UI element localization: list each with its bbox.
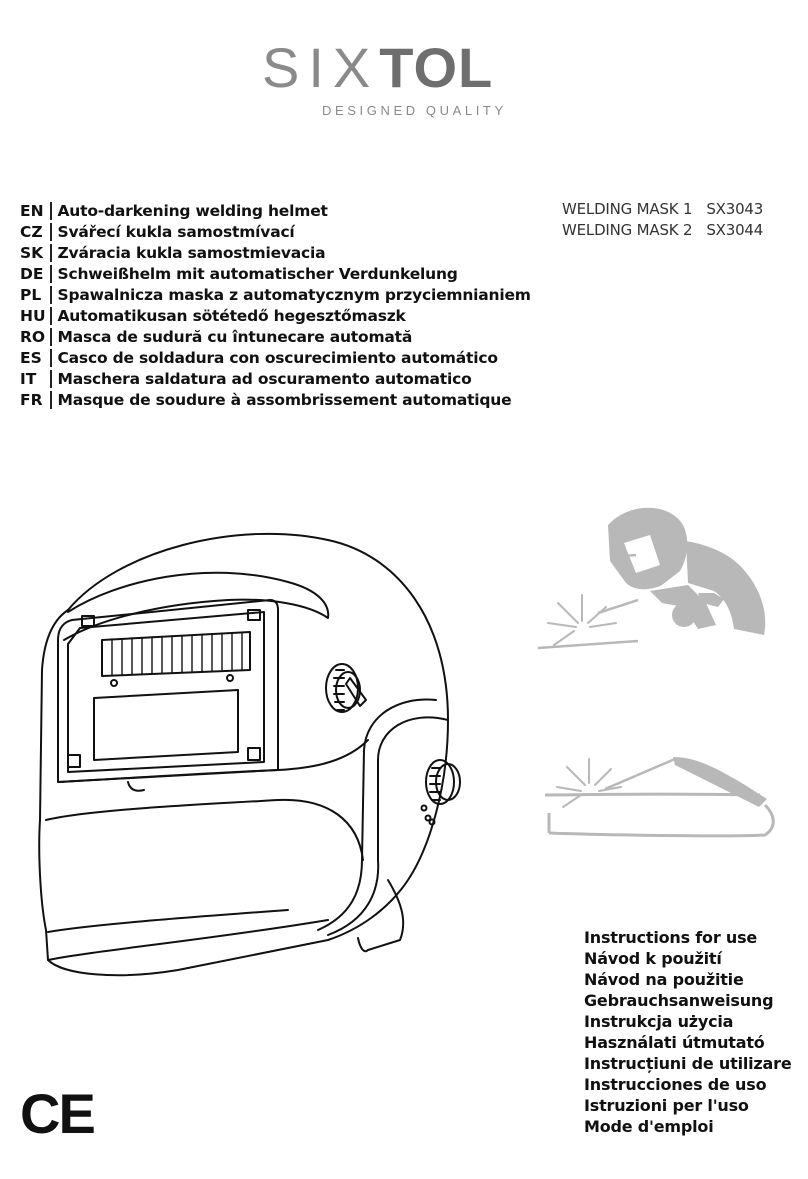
lang-row: FR Masque de soudure à assombrissement au…	[20, 389, 531, 410]
lang-code: HU	[20, 306, 46, 325]
instructions-item: Istruzioni per l'uso	[584, 1096, 749, 1115]
instructions-item: Instrukcja użycia	[584, 1012, 734, 1031]
instructions-item: Návod na použitie	[584, 970, 744, 989]
welding-torch-pictogram	[545, 757, 775, 838]
lang-title: Schweißhelm mit automatischer Verdunkelu…	[57, 264, 458, 283]
lang-code: EN	[20, 201, 44, 220]
lang-row: PL Spawalnicza maska z automatycznym przy…	[20, 284, 531, 305]
model-row: WELDING MASK 2 SX3044	[562, 221, 763, 242]
instructions-item: Gebrauchsanweisung	[584, 991, 774, 1010]
lang-separator	[50, 201, 52, 220]
instructions-item: Návod k použití	[584, 949, 722, 968]
logo-wordmark: SIXTOL	[262, 40, 493, 96]
lang-title: Casco de soldadura con oscurecimiento au…	[57, 348, 498, 367]
lang-title: Maschera saldatura ad oscuramento automa…	[57, 369, 472, 388]
language-title-list: EN Auto-darkening welding helmet CZ Svářec…	[20, 200, 531, 410]
instructions-item: Használati útmutató	[584, 1033, 765, 1052]
lang-code: DE	[20, 264, 44, 283]
model-name: WELDING MASK 1	[562, 200, 693, 218]
model-code: SX3044	[706, 221, 764, 239]
lang-row: IT Maschera saldatura ad oscuramento auto…	[20, 368, 531, 389]
lang-separator	[50, 243, 52, 262]
instructions-item: Instructions for use	[584, 928, 758, 947]
ce-mark-text: CE	[20, 1082, 96, 1145]
lang-title: Auto-darkening welding helmet	[57, 201, 328, 220]
welder-pictogram	[538, 507, 766, 650]
lang-code: SK	[20, 243, 44, 262]
lang-title: Spawalnicza maska z automatycznym przyci…	[57, 285, 531, 304]
model-name: WELDING MASK 2	[562, 221, 693, 239]
logo-bold-part: TOL	[379, 36, 494, 99]
lang-separator	[50, 222, 52, 241]
brand-logo: SIXTOL DESIGNED QUALITY	[262, 40, 503, 120]
logo-tagline: DESIGNED QUALITY	[322, 103, 507, 118]
lang-title: Svářecí kukla samostmívací	[57, 222, 295, 241]
model-row: WELDING MASK 1 SX3043	[562, 200, 763, 221]
lang-row: CZ Svářecí kukla samostmívací	[20, 221, 531, 242]
instructions-list: Instructions for use Návod k použití Náv…	[584, 928, 792, 1138]
lang-separator	[50, 306, 52, 325]
lang-code: PL	[20, 285, 42, 304]
lang-row: DE Schweißhelm mit automatischer Verdunke…	[20, 263, 531, 284]
lang-separator	[50, 264, 52, 283]
lang-title: Zváracia kukla samostmievacia	[57, 243, 326, 262]
lang-code: RO	[20, 327, 46, 346]
welding-helmet-illustration	[38, 532, 461, 977]
lang-title: Masque de soudure à assombrissement auto…	[57, 390, 512, 409]
lang-code: FR	[20, 390, 43, 409]
logo-light-part: SIX	[262, 36, 380, 99]
lang-code: ES	[20, 348, 42, 367]
model-list: WELDING MASK 1 SX3043 WELDING MASK 2 SX304…	[562, 200, 763, 242]
lang-separator	[50, 327, 52, 346]
lang-row: ES Casco de soldadura con oscurecimiento …	[20, 347, 531, 368]
instructions-item: Mode d'emploi	[584, 1117, 714, 1136]
lang-separator	[50, 285, 52, 304]
instructions-item: Instrucțiuni de utilizare	[584, 1054, 792, 1073]
lang-code: IT	[20, 369, 37, 388]
model-code: SX3043	[706, 200, 764, 218]
lang-row: EN Auto-darkening welding helmet	[20, 200, 531, 221]
lang-separator	[50, 369, 52, 388]
lang-separator	[50, 348, 52, 367]
lang-code: CZ	[20, 222, 43, 241]
ce-mark-icon: CE	[20, 1082, 96, 1145]
lang-title: Automatikusan sötétedő hegesztőmaszk	[57, 306, 406, 325]
lang-separator	[50, 390, 52, 409]
lang-row: RO Masca de sudură cu întunecare automată	[20, 326, 531, 347]
instructions-item: Instrucciones de uso	[584, 1075, 767, 1094]
lang-title: Masca de sudură cu întunecare automată	[57, 327, 413, 346]
lang-row: HU Automatikusan sötétedő hegesztőmaszk	[20, 305, 531, 326]
lang-row: SK Zváracia kukla samostmievacia	[20, 242, 531, 263]
